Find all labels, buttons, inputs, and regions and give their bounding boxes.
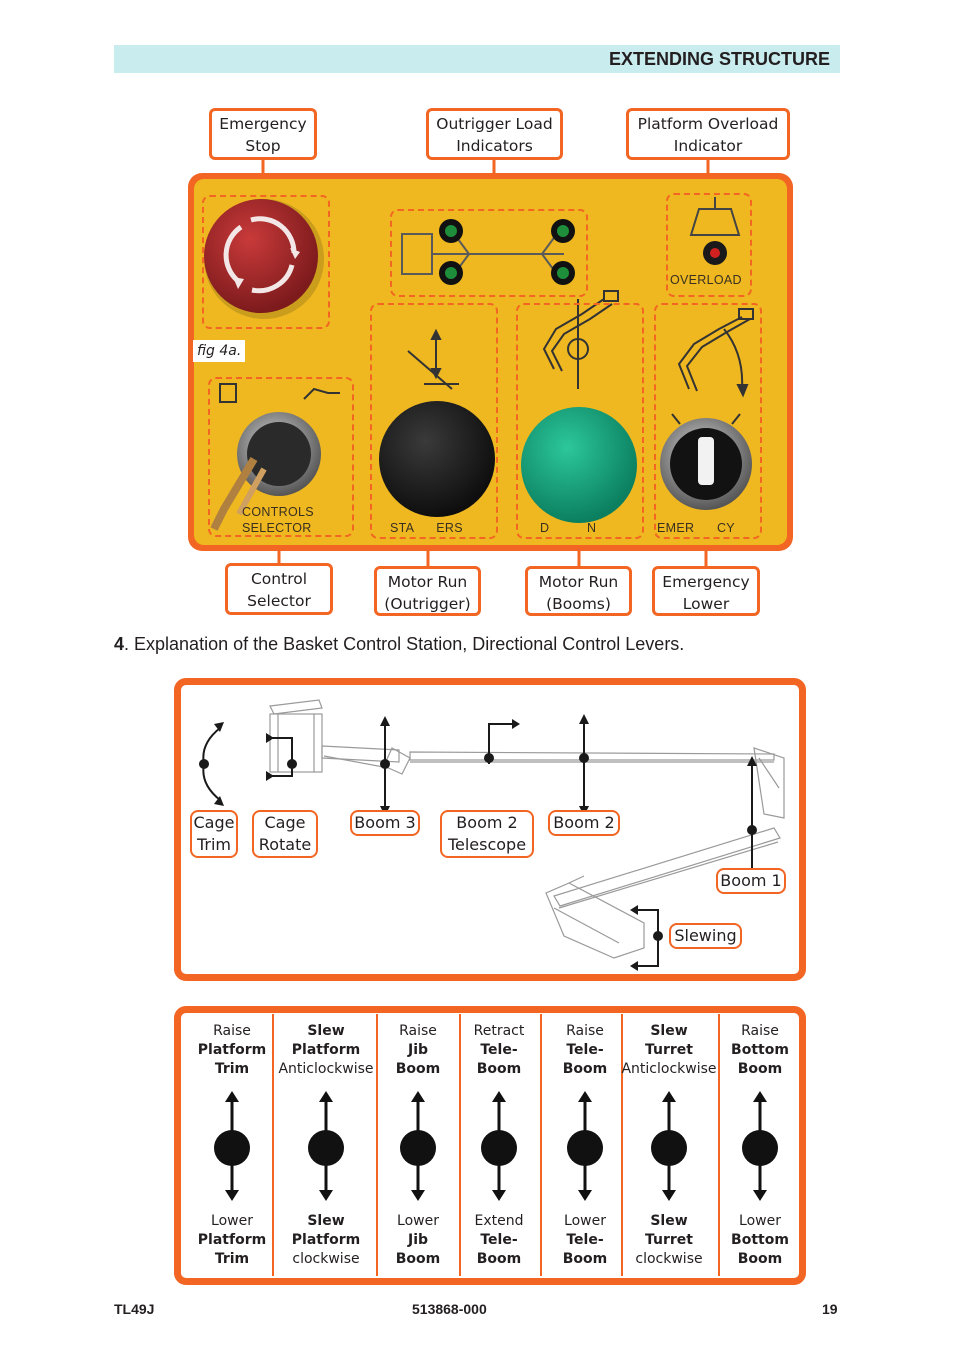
lever-arrow-icon <box>308 1091 344 1201</box>
section-4-caption: 4. Explanation of the Basket Control Sta… <box>114 634 684 655</box>
label-boom-3: Boom 3 <box>350 810 420 836</box>
lever-arrow-icon <box>481 1091 517 1201</box>
booms-legend: D N <box>540 521 597 535</box>
section-text: . Explanation of the Basket Control Stat… <box>124 634 685 654</box>
zone-motor-run-booms <box>516 303 644 539</box>
callout-motor-run-booms: Motor Run(Booms) <box>525 566 632 616</box>
motor-run-outrigger-button <box>379 401 495 517</box>
stabiliser-symbol <box>407 328 459 390</box>
callout-motor-run-outrigger: Motor Run(Outrigger) <box>374 566 481 616</box>
column-divider <box>540 1014 542 1276</box>
stabilisers-legend: STA ERS <box>390 521 463 535</box>
zone-overload-indicator <box>666 193 752 297</box>
lever-arrow-icon <box>567 1091 603 1201</box>
emergency-legend: EMER CY <box>657 521 735 535</box>
boom-run-symbol <box>542 290 619 389</box>
column-divider <box>459 1014 461 1276</box>
column-divider <box>718 1014 720 1276</box>
zone-outrigger-indicators <box>390 209 588 297</box>
outrigger-led-group <box>439 219 575 285</box>
column-divider <box>621 1014 623 1276</box>
zone-emergency-lower <box>654 303 762 539</box>
section-title: EXTENDING STRUCTURE <box>608 49 830 69</box>
overload-legend: OVERLOAD <box>670 273 742 287</box>
label-boom-1: Boom 1 <box>716 868 786 894</box>
emergency-stop-button <box>204 199 324 319</box>
lever-arrow-icon <box>400 1091 436 1201</box>
controls-legend-2: SELECTOR <box>242 521 312 535</box>
label-boom-2: Boom 2 <box>548 810 620 836</box>
zone-control-selector <box>208 377 354 537</box>
zone-motor-run-outrigger <box>370 303 498 539</box>
section-number: 4 <box>114 634 125 654</box>
lever-arrow-icon <box>742 1091 778 1201</box>
column-divider <box>376 1014 378 1276</box>
motor-run-booms-button <box>521 407 637 523</box>
emergency-lower-symbol <box>677 308 754 398</box>
footer-model: TL49J <box>114 1301 155 1317</box>
zone-emergency-stop <box>202 195 330 329</box>
lever-arrow-icon <box>651 1091 687 1201</box>
label-slewing: Slewing <box>669 923 742 949</box>
emergency-lower-switch <box>660 413 752 510</box>
footer-part-number: 513868-000 <box>412 1301 487 1317</box>
section-header-bar: EXTENDING STRUCTURE <box>114 45 840 73</box>
page-number: 19 <box>822 1301 838 1317</box>
control-panel-photo: OVERLOAD CONTROLS SELECTOR STA ERS D N E… <box>188 173 793 551</box>
column-divider <box>272 1014 274 1276</box>
control-panel-artwork <box>204 197 754 531</box>
controls-legend-1: CONTROLS <box>242 505 314 519</box>
control-selector-switch <box>210 383 340 531</box>
overload-graphic <box>689 197 741 265</box>
figure-label: fig 4a. <box>193 340 245 362</box>
lever-arrow-icon <box>214 1091 250 1201</box>
